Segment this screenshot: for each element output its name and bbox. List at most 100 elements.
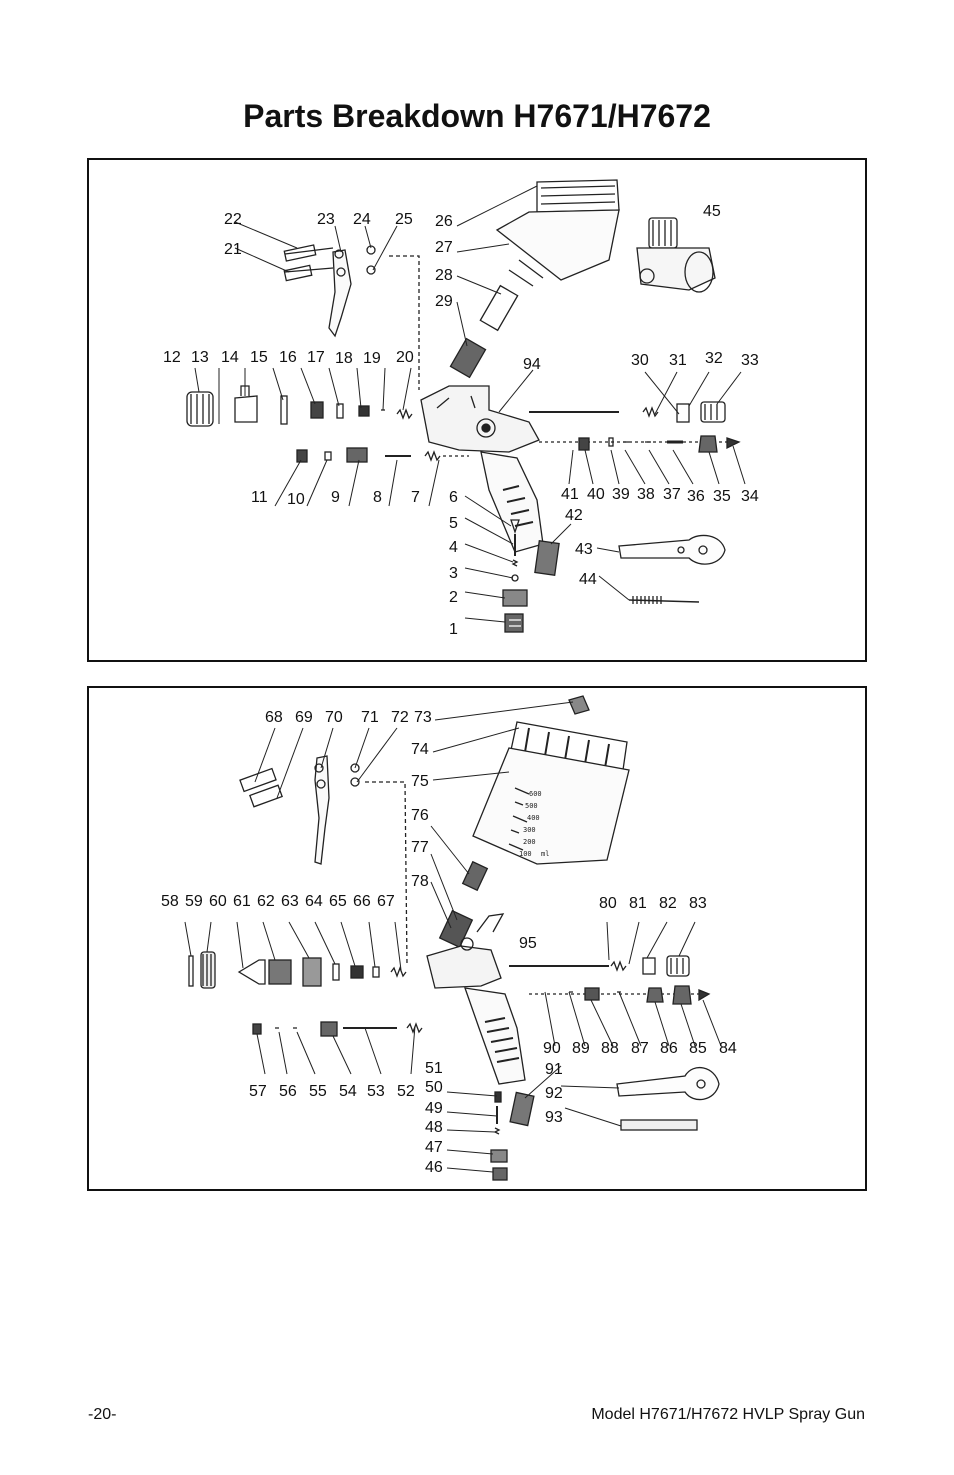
cup-scale-400: 400 — [527, 814, 540, 822]
cup-scale-ml: ml — [541, 850, 549, 858]
callout-54: 54 — [339, 1083, 357, 1100]
callout-93: 93 — [545, 1109, 563, 1126]
callout-5: 5 — [449, 515, 458, 532]
callout-35: 35 — [713, 488, 731, 505]
callout-42: 42 — [565, 507, 583, 524]
callout-17: 17 — [307, 349, 325, 366]
callout-77: 77 — [411, 839, 429, 856]
callout-46: 46 — [425, 1159, 443, 1176]
callout-82: 82 — [659, 895, 677, 912]
page-number: -20- — [88, 1406, 117, 1423]
callout-51: 51 — [425, 1060, 443, 1077]
callout-71: 71 — [361, 709, 379, 726]
callout-41: 41 — [561, 486, 579, 503]
callout-63: 63 — [281, 893, 299, 910]
callout-69: 69 — [295, 709, 313, 726]
callout-19: 19 — [363, 350, 381, 367]
callout-59: 59 — [185, 893, 203, 910]
callout-48: 48 — [425, 1119, 443, 1136]
callout-44: 44 — [579, 571, 597, 588]
callout-3: 3 — [449, 565, 458, 582]
callout-6: 6 — [449, 489, 458, 506]
callout-29: 29 — [435, 293, 453, 310]
callout-74: 74 — [411, 741, 429, 758]
callout-28: 28 — [435, 267, 453, 284]
callout-62: 62 — [257, 893, 275, 910]
cup-scale-500: 500 — [525, 802, 538, 810]
callout-92: 92 — [545, 1085, 563, 1102]
callout-33: 33 — [741, 352, 759, 369]
callout-22: 22 — [224, 211, 242, 228]
callout-18: 18 — [335, 350, 353, 367]
callout-91: 91 — [545, 1061, 563, 1078]
callout-89: 89 — [572, 1040, 590, 1057]
callout-24: 24 — [353, 211, 371, 228]
callout-32: 32 — [705, 350, 723, 367]
callout-87: 87 — [631, 1040, 649, 1057]
callout-67: 67 — [377, 893, 395, 910]
callout-31: 31 — [669, 352, 687, 369]
parts-diagram-h7672: 600 500 400 300 200 100 ml 46 47 48 49 5… — [87, 686, 867, 1191]
callout-4: 4 — [449, 539, 458, 556]
callout-12: 12 — [163, 349, 181, 366]
parts-diagram-h7671: 1 2 3 4 5 6 7 8 9 10 11 12 13 14 15 16 1… — [87, 158, 867, 662]
callout-61: 61 — [233, 893, 251, 910]
callout-40: 40 — [587, 486, 605, 503]
cup-scale-100: 100 — [519, 850, 532, 858]
callout-36: 36 — [687, 488, 705, 505]
footer-model-text: Model H7671/H7672 HVLP Spray Gun — [591, 1406, 865, 1423]
callout-30: 30 — [631, 352, 649, 369]
callout-27: 27 — [435, 239, 453, 256]
callout-68: 68 — [265, 709, 283, 726]
callout-80: 80 — [599, 895, 617, 912]
exploded-view-drawing-2: 600 500 400 300 200 100 ml — [184, 695, 722, 1181]
callout-70: 70 — [325, 709, 343, 726]
callout-26: 26 — [435, 213, 453, 230]
callout-14: 14 — [221, 349, 239, 366]
callout-81: 81 — [629, 895, 647, 912]
callout-9: 9 — [331, 489, 340, 506]
callout-23: 23 — [317, 211, 335, 228]
callout-58: 58 — [161, 893, 179, 910]
callout-39: 39 — [612, 486, 630, 503]
callout-95: 95 — [519, 935, 537, 952]
callout-8: 8 — [373, 489, 382, 506]
callout-56: 56 — [279, 1083, 297, 1100]
cup-scale-200: 200 — [523, 838, 536, 846]
callout-13: 13 — [191, 349, 209, 366]
callout-86: 86 — [660, 1040, 678, 1057]
callout-49: 49 — [425, 1100, 443, 1117]
callout-78: 78 — [411, 873, 429, 890]
callout-2: 2 — [449, 589, 458, 606]
callout-38: 38 — [637, 486, 655, 503]
callout-64: 64 — [305, 893, 323, 910]
callout-75: 75 — [411, 773, 429, 790]
callout-72: 72 — [391, 709, 409, 726]
callout-94: 94 — [523, 356, 541, 373]
callout-60: 60 — [209, 893, 227, 910]
callout-25: 25 — [395, 211, 413, 228]
callout-1: 1 — [449, 621, 458, 638]
page-title: Parts Breakdown H7671/H7672 — [243, 98, 711, 134]
exploded-view-drawing-1 — [186, 179, 746, 633]
callout-47: 47 — [425, 1139, 443, 1156]
callout-53: 53 — [367, 1083, 385, 1100]
callout-85: 85 — [689, 1040, 707, 1057]
callout-50: 50 — [425, 1079, 443, 1096]
callout-88: 88 — [601, 1040, 619, 1057]
cup-scale-300: 300 — [523, 826, 536, 834]
callout-57: 57 — [249, 1083, 267, 1100]
callout-90: 90 — [543, 1040, 561, 1057]
callout-43: 43 — [575, 541, 593, 558]
cup-scale-600: 600 — [529, 790, 542, 798]
callout-7: 7 — [411, 489, 420, 506]
callout-65: 65 — [329, 893, 347, 910]
callout-11: 11 — [251, 489, 268, 506]
callout-34: 34 — [741, 488, 759, 505]
callout-73: 73 — [414, 709, 432, 726]
callout-20: 20 — [396, 349, 414, 366]
callout-83: 83 — [689, 895, 707, 912]
callout-37: 37 — [663, 486, 681, 503]
callout-21: 21 — [224, 241, 242, 258]
callout-10: 10 — [287, 491, 305, 508]
